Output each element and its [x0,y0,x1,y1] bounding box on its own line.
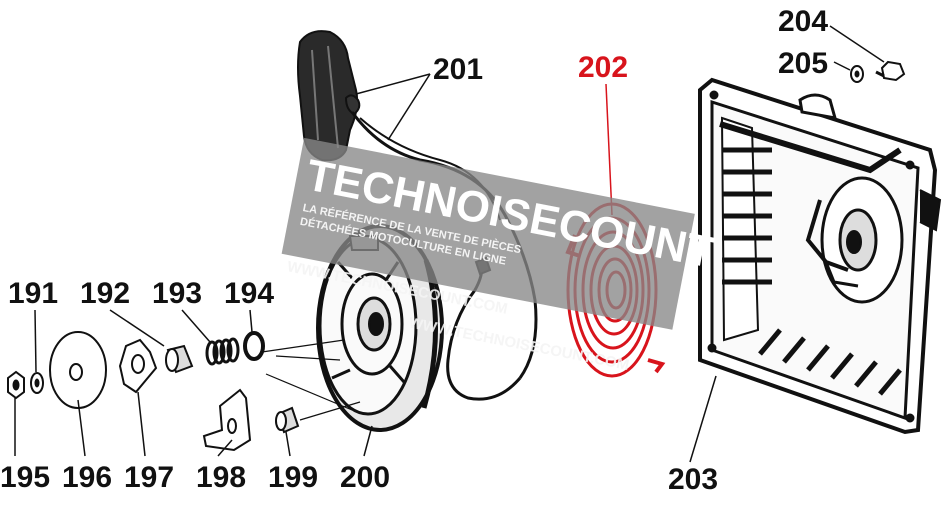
part-203-housing [698,77,942,435]
part-205-washer [850,65,864,83]
label-197: 197 [124,461,174,494]
part-196-plate [49,331,107,409]
part-194-ring [243,331,265,361]
label-202: 202 [578,51,628,84]
label-198: 198 [196,461,246,494]
label-192: 192 [80,277,130,310]
label-199: 199 [268,461,318,494]
part-191-washer [30,372,44,394]
part-195-nut [7,370,25,400]
label-196: 196 [62,461,112,494]
part-193-spring [205,337,240,366]
label-191: 191 [8,277,58,310]
label-200: 200 [340,461,390,494]
label-194: 194 [224,277,274,310]
label-203: 203 [668,463,718,496]
part-192-bushing [165,344,194,374]
label-195: 195 [0,461,50,494]
assembly-guide-lines [261,339,361,421]
label-205: 205 [778,47,828,80]
part-199-bushing [275,406,300,434]
label-193: 193 [152,277,202,310]
part-204-screw [875,60,906,82]
leader-lines [14,25,885,463]
label-204: 204 [778,5,828,38]
part-198-pawl [202,388,252,452]
part-197-pawl-plate [118,338,158,394]
label-201: 201 [433,53,483,86]
